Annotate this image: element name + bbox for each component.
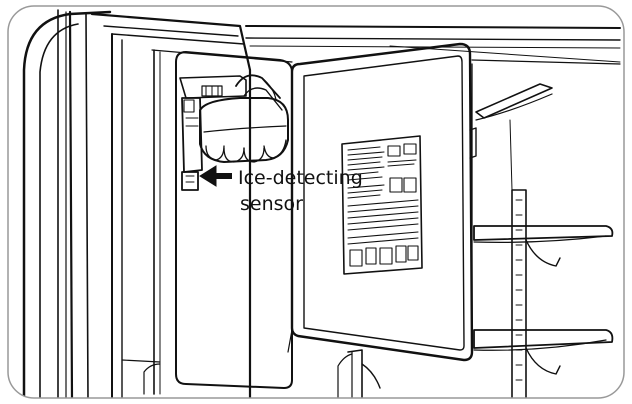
arrow-left-icon <box>199 165 232 187</box>
shelf-middle <box>473 225 614 267</box>
door-bin-bracket <box>337 349 381 398</box>
ice-maker <box>179 74 289 191</box>
door-instruction-label <box>341 135 423 275</box>
shelf-lower <box>473 329 614 375</box>
shelf-rail <box>509 119 527 398</box>
shelf-upper-wire <box>475 83 553 121</box>
callout-line-1: Ice-detecting <box>238 167 363 189</box>
open-door <box>287 42 477 362</box>
image-border <box>7 5 625 399</box>
callout-label: Ice-detecting sensor <box>238 167 363 215</box>
left-door <box>22 9 112 398</box>
ice-compartment-panel <box>121 49 293 395</box>
callout-line-2: sensor <box>240 193 303 215</box>
ice-compartment-frame <box>90 12 252 398</box>
